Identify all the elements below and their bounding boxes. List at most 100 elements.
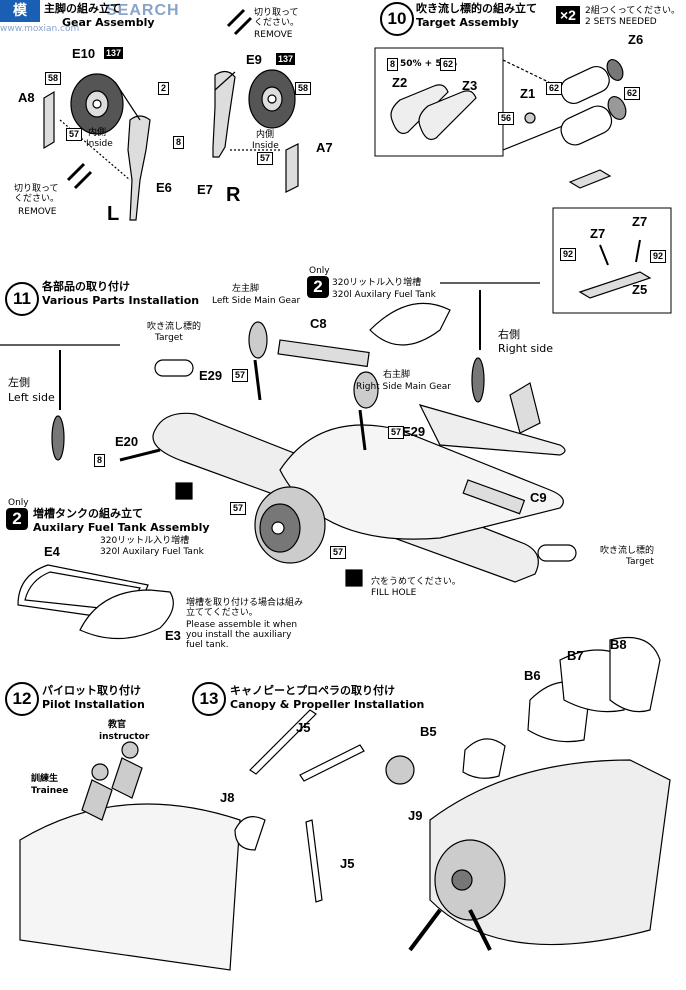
part-C9: C9 [530, 490, 547, 505]
trainee-jp: 訓練生 [31, 774, 59, 784]
color-58-b: 58 [295, 82, 312, 95]
right-main-gear-en: Right Side Main Gear [356, 382, 451, 392]
step9-title-en: Gear Assembly [62, 16, 155, 29]
color-92-b: 92 [650, 250, 667, 263]
instructor-en: instructor [99, 732, 150, 742]
step13-title-en: Canopy & Propeller Installation [230, 698, 425, 711]
trainee-en: Trainee [31, 786, 69, 796]
left-side-en: Left side [8, 391, 55, 404]
part-Z5: Z5 [632, 282, 648, 297]
color-57-d: 57 [388, 426, 405, 439]
color-62-a: 62 [546, 82, 563, 95]
aux-tank-jp: 320リットル入り増槽 [100, 536, 190, 546]
inside-jp-r: 内側 [256, 130, 275, 140]
aux-tank-en: 320l Auxilary Fuel Tank [100, 547, 204, 557]
color-56: 56 [498, 112, 515, 125]
color-57-c: 57 [232, 369, 249, 382]
step11-title-en: Various Parts Installation [42, 294, 200, 307]
step9-title-jp: 主脚の組み立て [44, 2, 121, 15]
color-8-b: 8 [94, 454, 106, 467]
remove-jp-l: 切り取って ください。 [14, 184, 60, 204]
step11-only-label: Only [309, 266, 330, 276]
step11-title-jp: 各部品の取り付け [42, 280, 130, 293]
color-57-a: 57 [66, 128, 83, 141]
step10-title-en: Target Assembly [416, 16, 519, 29]
part-C8: C8 [310, 316, 327, 331]
step11-number: 11 [5, 282, 39, 316]
target-assembly-drawing [374, 47, 672, 314]
aux-title-en: Auxilary Fuel Tank Assembly [33, 521, 210, 534]
step10-title-jp: 吹き流し標的の組み立て [416, 2, 537, 15]
part-Z7a: Z7 [632, 214, 648, 229]
gear-assembly-drawing [43, 8, 299, 221]
sets-needed-en: 2 SETS NEEDED [585, 17, 657, 27]
part-Z2: Z2 [392, 75, 408, 90]
part-Z7b: Z7 [590, 226, 606, 241]
color-57-f: 57 [330, 546, 347, 559]
part-E6: E6 [156, 180, 172, 195]
part-E29-a: E29 [199, 368, 223, 383]
left-main-gear-en: Left Side Main Gear [212, 296, 301, 306]
watermark-logo: 模 [0, 0, 40, 22]
part-J8: J8 [220, 790, 235, 805]
color-57-b: 57 [257, 152, 274, 165]
aux-note-jp: 増槽を取り付ける場合は組み立ててください。 [186, 598, 304, 618]
part-Z3: Z3 [462, 78, 478, 93]
part-J9: J9 [408, 808, 423, 823]
part-E29-b: E29 [402, 424, 426, 439]
color-137-a: 137 [104, 47, 124, 59]
mix-ratio: 50% + 50% [400, 59, 457, 69]
step12-number: 12 [5, 682, 39, 716]
canopy-propeller-drawing [234, 636, 671, 952]
right-side-en: Right side [498, 342, 553, 355]
step11-target-jp-2: 吹き流し標的 [600, 546, 655, 556]
part-J5-a: J5 [296, 720, 311, 735]
inside-en-l: Inside [86, 139, 113, 149]
remove-en-r: REMOVE [254, 30, 293, 40]
color-57-e: 57 [230, 502, 247, 515]
instructor-jp: 教官 [108, 720, 127, 730]
color-58-a: 58 [45, 72, 62, 85]
right-side-jp: 右側 [498, 328, 520, 341]
aux-only-label: Only [8, 498, 29, 508]
part-E7: E7 [197, 182, 213, 197]
x2-badge: ×2 [556, 6, 580, 24]
color-137-b: 137 [276, 53, 296, 65]
part-J5-b: J5 [340, 856, 355, 871]
fill-hole-en: FILL HOLE [371, 588, 417, 598]
airplane-drawing [0, 282, 577, 587]
color-92-a: 92 [560, 248, 577, 261]
part-E3: E3 [165, 628, 181, 643]
step12-title-en: Pilot Installation [42, 698, 145, 711]
step10-number: 10 [380, 2, 414, 36]
left-side-jp: 左側 [8, 376, 30, 389]
part-Z6: Z6 [628, 32, 644, 47]
part-E20: E20 [115, 434, 139, 449]
step11-only-badge: 2 [307, 276, 329, 298]
color-62-b: 62 [624, 87, 641, 100]
part-Z1: Z1 [520, 86, 536, 101]
part-B8: B8 [610, 637, 627, 652]
mix-color-a: 8 [387, 58, 399, 71]
part-E10: E10 [72, 46, 96, 61]
sets-needed-jp: 2組つくってください。 [585, 6, 681, 16]
inside-jp-l: 内側 [88, 128, 107, 138]
part-A8: A8 [18, 90, 35, 105]
mix-color-b: 62 [440, 58, 457, 71]
step13-number: 13 [192, 682, 226, 716]
aux-tank-drawing [17, 564, 174, 640]
remove-jp-r: 切り取って ください。 [254, 8, 300, 28]
part-E4: E4 [44, 544, 60, 559]
step13-title-jp: キャノピーとプロペラの取り付け [230, 684, 395, 697]
side-R: R [226, 184, 241, 206]
right-main-gear-jp: 右主脚 [383, 370, 411, 380]
part-E9: E9 [246, 52, 262, 67]
part-B7: B7 [567, 648, 584, 663]
watermark-site: www.moxian.com [0, 24, 80, 34]
watermark-text: SEARCH [106, 2, 180, 19]
aux-title-jp: 増槽タンクの組み立て [33, 507, 143, 520]
part-B5: B5 [420, 724, 437, 739]
aux-step-badge: 2 [6, 508, 28, 530]
remove-en-l: REMOVE [18, 207, 57, 217]
